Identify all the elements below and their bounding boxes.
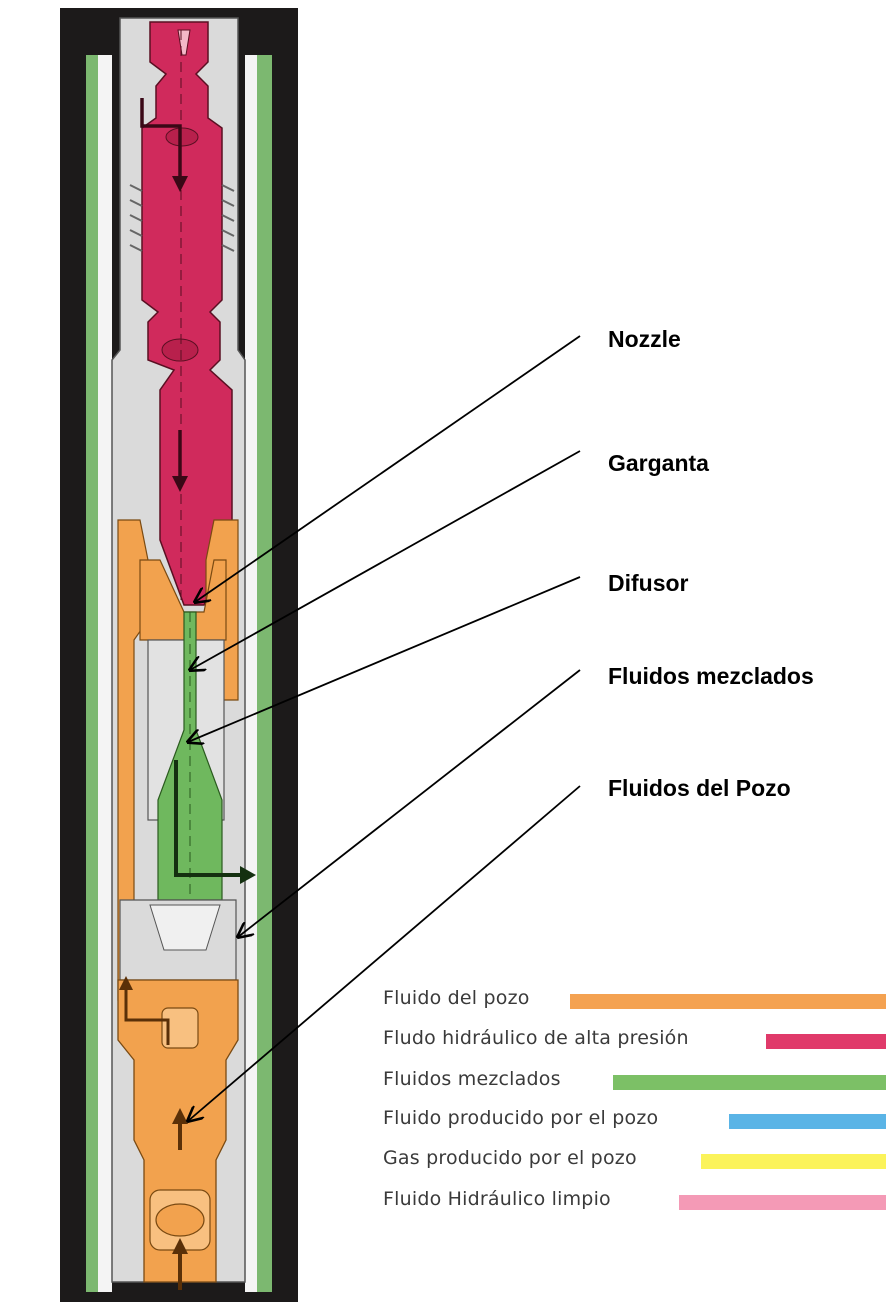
legend-item: Fludo hidráulico de alta presión — [383, 1027, 886, 1059]
label-fluidos-mezclados: Fluidos mezclados — [608, 663, 814, 689]
label-difusor: Difusor — [608, 570, 689, 596]
leader-nozzle — [195, 335, 581, 602]
legend-swatch — [701, 1154, 886, 1169]
legend-item: Fluido Hidráulico limpio — [383, 1188, 886, 1220]
label-fluidos-del-pozo: Fluidos del Pozo — [608, 775, 791, 801]
legend-label: Fluidos mezclados — [383, 1068, 561, 1090]
tubing-wall-right — [245, 55, 257, 1292]
legend-label: Fluido Hidráulico limpio — [383, 1188, 611, 1210]
legend-item: Gas producido por el pozo — [383, 1147, 886, 1179]
leader-difusor — [188, 576, 581, 742]
legend-item: Fluido del pozo — [383, 987, 886, 1019]
leader-mezclados — [238, 669, 581, 937]
tubing-wall-left — [98, 55, 112, 1292]
legend-swatch — [766, 1034, 886, 1049]
legend-swatch — [679, 1195, 886, 1210]
legend-label: Gas producido por el pozo — [383, 1147, 637, 1169]
legend-swatch — [613, 1075, 886, 1090]
legend-swatch — [729, 1114, 886, 1129]
thread-marks — [129, 184, 235, 252]
legend-item: Fluidos mezclados — [383, 1068, 886, 1100]
legend-label: Fluido del pozo — [383, 987, 530, 1009]
legend-item: Fluido producido por el pozo — [383, 1107, 886, 1139]
label-nozzle: Nozzle — [608, 326, 681, 352]
leader-garganta — [190, 450, 581, 670]
leader-pozo — [188, 785, 581, 1121]
legend-label: Fludo hidráulico de alta presión — [383, 1027, 689, 1049]
legend-swatch — [570, 994, 886, 1009]
label-garganta: Garganta — [608, 450, 709, 476]
legend-label: Fluido producido por el pozo — [383, 1107, 659, 1129]
